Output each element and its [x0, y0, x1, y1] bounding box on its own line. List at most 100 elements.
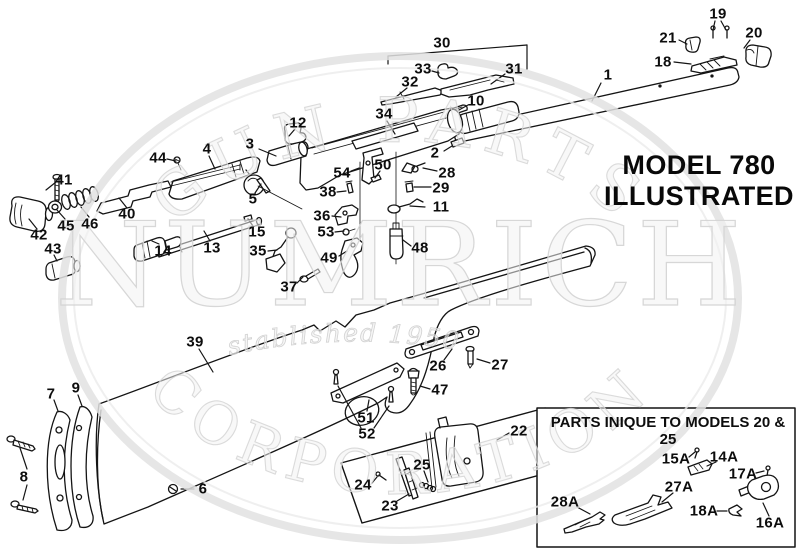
- spring-25: [418, 481, 437, 493]
- spring-28: [401, 162, 426, 174]
- part-label-24: 24: [354, 476, 372, 494]
- watermark-ring: [58, 52, 742, 544]
- part-label-3: 3: [245, 135, 255, 153]
- screw-53: [342, 228, 350, 236]
- buttplate-screws-8: [6, 435, 39, 514]
- leader-line-22: [496, 432, 510, 441]
- part-label-17A: 17A: [728, 465, 758, 483]
- leader-line-43: [53, 254, 58, 262]
- leader-line-45: [56, 209, 66, 220]
- leader-line-49: [338, 250, 348, 257]
- magazine-22: [425, 416, 484, 489]
- inset-box-title: PARTS INIQUE TO MODELS 20 & 25: [550, 414, 786, 448]
- part-label-15: 15: [248, 223, 266, 241]
- part-label-22: 22: [510, 422, 528, 440]
- part-label-25: 25: [413, 456, 431, 474]
- part-label-38: 38: [319, 183, 337, 201]
- part-label-15A: 15A: [661, 450, 691, 468]
- leader-line-32: [395, 87, 408, 98]
- part-label-2: 2: [430, 144, 440, 162]
- leader-line-17A: [755, 470, 765, 474]
- part-label-47: 47: [431, 381, 449, 399]
- stock-39: [95, 245, 596, 525]
- leader-line-39: [198, 348, 214, 373]
- leader-line-26: [443, 348, 453, 361]
- buttplate-group: [6, 405, 94, 532]
- leader-line-2: [443, 145, 453, 152]
- part-label-50: 50: [374, 156, 392, 174]
- leader-line-20: [743, 39, 751, 49]
- screw-41: [52, 173, 62, 206]
- part-16A: [738, 474, 780, 501]
- part-label-4: 4: [202, 140, 212, 158]
- leader-line-50: [374, 170, 381, 179]
- model-title: MODEL 780 ILLUSTRATED: [600, 150, 798, 212]
- part-label-54: 54: [333, 164, 351, 182]
- part-label-11: 11: [432, 198, 450, 216]
- part-label-18A: 18A: [689, 502, 719, 520]
- leader-line-7: [53, 399, 59, 412]
- trigger-group: [257, 147, 426, 283]
- leader-line-23: [396, 493, 410, 502]
- leader-line-51: [366, 399, 370, 412]
- part-label-33: 33: [414, 60, 432, 78]
- part-label-43: 43: [44, 240, 62, 258]
- part-label-40: 40: [118, 205, 136, 223]
- leader-line-8: [22, 484, 28, 501]
- watermark-name: NUMRICH: [55, 198, 745, 333]
- firing-pin-40: [96, 180, 172, 215]
- leader-line-54: [350, 167, 360, 172]
- leader-line-10: [458, 104, 469, 111]
- part-label-19: 19: [709, 5, 727, 23]
- leader-line-27: [476, 358, 491, 364]
- magazine-group: [340, 407, 567, 524]
- part-label-34: 34: [375, 105, 393, 123]
- part-label-27A: 27A: [664, 478, 694, 496]
- leader-line-52: [373, 405, 390, 429]
- part-label-39: 39: [186, 333, 204, 351]
- leader-line-27A: [661, 492, 674, 503]
- model-title-line2: ILLUSTRATED: [604, 181, 794, 211]
- part-label-14A: 14A: [709, 448, 739, 466]
- leader-line-28: [422, 167, 438, 172]
- part-label-53: 53: [317, 223, 335, 241]
- part-18A: [728, 504, 743, 517]
- bolt-body-4: [168, 156, 261, 200]
- part-label-26: 26: [429, 357, 447, 375]
- leader-line-47: [419, 385, 431, 390]
- leader-line-48: [402, 239, 412, 247]
- leader-line-34: [386, 120, 396, 135]
- bolt-group: [168, 122, 309, 200]
- leader-line-19: [720, 20, 727, 31]
- elevator-32: [380, 87, 444, 106]
- leader-line-16A: [762, 502, 770, 517]
- part-label-7: 7: [46, 385, 56, 403]
- screw-24: [375, 471, 387, 481]
- safety-11: [387, 198, 424, 214]
- front-sight-group: [684, 25, 772, 74]
- part-label-5: 5: [248, 190, 258, 208]
- leader-line-28A: [576, 506, 591, 515]
- screw-37: [299, 268, 321, 283]
- leader-line-42: [28, 218, 38, 230]
- leader-line-52: [337, 385, 362, 429]
- part-label-21: 21: [659, 29, 677, 47]
- leader-line-14A: [706, 461, 717, 467]
- mag-tube-group: [133, 214, 263, 262]
- part-label-16A: 16A: [755, 514, 785, 532]
- leader-line-36: [331, 215, 342, 218]
- trigger-49: [340, 237, 364, 278]
- leader-line-4: [208, 155, 216, 170]
- part-label-49: 49: [320, 249, 338, 267]
- leader-line-38: [336, 190, 347, 193]
- part-label-35: 35: [249, 242, 267, 260]
- guard-51: [330, 362, 405, 404]
- screw-29: [404, 180, 414, 193]
- leader-line-5: [254, 183, 262, 194]
- guide-48: [389, 222, 404, 260]
- part-label-41: 41: [55, 171, 73, 189]
- pin-2: [450, 137, 465, 148]
- part-label-18: 18: [654, 53, 672, 71]
- screw-27: [465, 345, 475, 369]
